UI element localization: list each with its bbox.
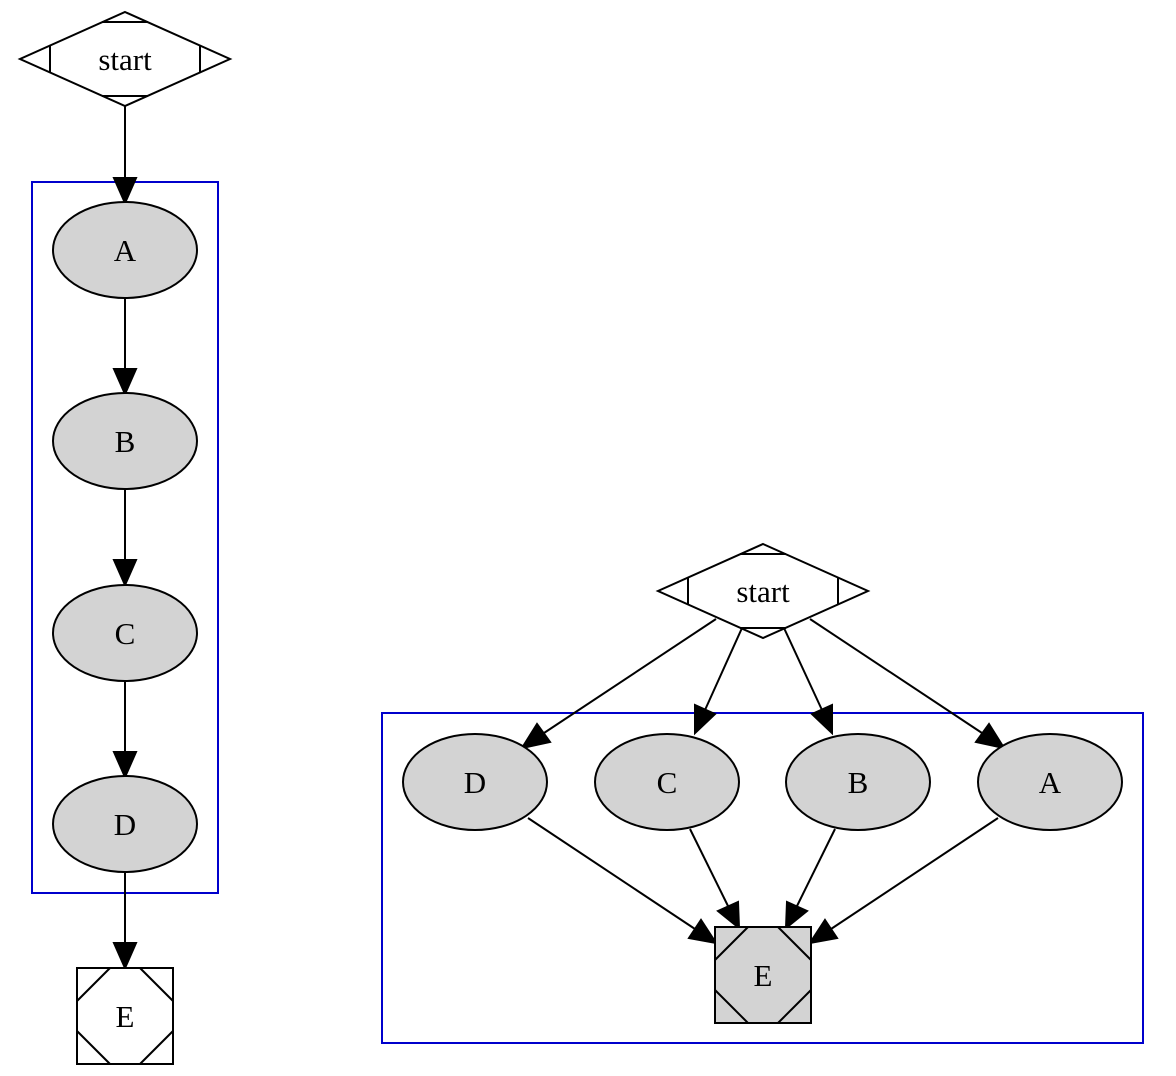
left-node-d: D <box>52 775 198 873</box>
right-edge-start-c <box>704 627 743 711</box>
left-arrow-d-e <box>112 942 138 971</box>
right-node-c-label: C <box>657 765 678 800</box>
right-node-b-label: B <box>848 765 869 800</box>
left-graph: start A B C D <box>17 10 233 1065</box>
right-end-node: E <box>714 926 812 1024</box>
right-node-d: D <box>402 733 548 831</box>
left-end-node: E <box>76 967 174 1065</box>
right-arrow-start-a <box>974 722 1007 750</box>
right-arrow-start-c <box>694 703 717 736</box>
right-end-label: E <box>754 958 773 993</box>
right-start-label: start <box>736 574 790 609</box>
right-arrow-b-e <box>784 900 809 931</box>
right-edge-b-e <box>796 828 836 907</box>
right-start-node: start <box>655 542 871 640</box>
left-arrow-start-a <box>112 177 138 206</box>
right-node-b: B <box>785 733 931 831</box>
left-node-d-label: D <box>114 807 136 842</box>
right-node-a: A <box>977 733 1123 831</box>
left-node-c: C <box>52 584 198 682</box>
right-arrow-start-b <box>810 703 833 736</box>
left-arrow-c-d <box>112 751 138 780</box>
left-node-a-label: A <box>114 233 137 268</box>
right-edge-d-e <box>527 817 696 930</box>
right-arrow-start-d <box>519 722 552 750</box>
right-edge-start-b <box>783 627 823 711</box>
right-edge-start-d <box>543 618 717 734</box>
right-node-a-label: A <box>1039 765 1062 800</box>
left-node-b-label: B <box>115 424 136 459</box>
left-node-a: A <box>52 201 198 299</box>
right-cluster <box>381 712 1144 1044</box>
left-arrow-b-c <box>112 559 138 588</box>
right-node-c: C <box>594 733 740 831</box>
right-arrow-d-e <box>687 918 719 945</box>
right-graph: start D C B <box>381 542 1144 1044</box>
left-start-node: start <box>17 10 233 108</box>
right-node-d-label: D <box>464 765 486 800</box>
right-edge-a-e <box>830 817 999 930</box>
left-node-b: B <box>52 392 198 490</box>
left-end-label: E <box>116 999 135 1034</box>
right-edge-start-a <box>809 618 983 734</box>
right-arrow-a-e <box>807 918 839 945</box>
right-arrow-c-e <box>716 900 741 931</box>
right-edge-c-e <box>689 828 729 907</box>
left-node-c-label: C <box>115 616 136 651</box>
left-start-label: start <box>98 42 152 77</box>
left-arrow-a-b <box>112 368 138 397</box>
